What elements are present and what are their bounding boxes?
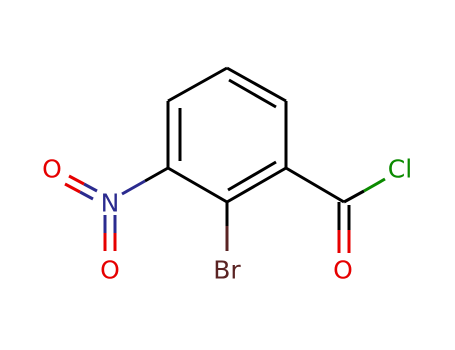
chlorine-atom-label: Cl xyxy=(388,155,412,184)
bromine-atom-label: Br xyxy=(213,256,241,285)
carbonyl-to-cl-bond-green xyxy=(363,177,386,193)
n-to-o-top-bond-b-red xyxy=(64,182,81,194)
carbonyl-to-cl-bond-black xyxy=(343,189,365,204)
ring-bond-top-right xyxy=(226,66,287,103)
n-to-o-top-bond-a-blue xyxy=(83,182,98,193)
ring-bond-bottom-left xyxy=(167,166,228,204)
ring-bond-bottom-right xyxy=(226,166,287,204)
nitro-oxygen-bottom-atom-label: O xyxy=(100,256,120,285)
ring-bond-top-left xyxy=(167,66,228,103)
ring-to-carbonyl-bond xyxy=(285,166,345,204)
ring-to-n-bond-black xyxy=(144,166,169,183)
ring-to-n-bond-blue xyxy=(121,179,146,196)
carbonyl-oxygen-atom-label: O xyxy=(333,256,353,285)
nitro-nitrogen-atom-label: N xyxy=(101,189,120,218)
acyl-chloride-group xyxy=(285,166,386,253)
ring-double-bond-inner-top-right xyxy=(228,78,277,109)
n-to-o-top-bond-b-blue xyxy=(79,190,94,201)
nitro-oxygen-top-atom-label: O xyxy=(42,155,62,184)
ring-double-bond-inner-bottom-right xyxy=(227,160,277,192)
n-to-o-top-bond-a-red xyxy=(68,174,85,186)
benzene-ring xyxy=(166,66,288,204)
nitro-group xyxy=(64,166,169,251)
